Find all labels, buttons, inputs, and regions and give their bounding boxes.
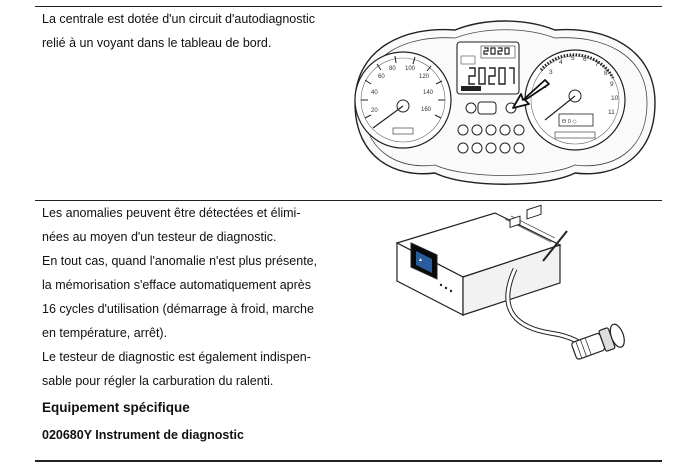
svg-text:40: 40: [371, 90, 378, 96]
section2-line: Les anomalies peuvent être détectées et …: [42, 206, 301, 220]
section2-line: nées au moyen d'un testeur de diagnostic…: [42, 230, 277, 244]
svg-text:9: 9: [610, 81, 614, 88]
svg-text:5: 5: [571, 55, 575, 62]
svg-text:100: 100: [405, 66, 416, 72]
section1-line: relié à un voyant dans le tableau de bor…: [42, 36, 272, 50]
section2-line: la mémorisation s'efface automatiquement…: [42, 278, 311, 292]
svg-text:10: 10: [611, 95, 619, 102]
section2-text: Les anomalies peuvent être détectées et …: [42, 201, 342, 393]
section1-text: La centrale est dotée d'un circuit d'aut…: [42, 7, 342, 55]
svg-text:11: 11: [608, 109, 615, 116]
specific-equipment-item: 020680Y Instrument de diagnostic: [42, 428, 244, 442]
svg-text:3: 3: [549, 69, 553, 76]
diagnostic-tester-illustration: ▲: [395, 204, 625, 360]
warning-lamp-icon: [457, 101, 525, 154]
section2-line: En tout cas, quand l'anomalie n'est plus…: [42, 254, 318, 268]
arrow-icon: [512, 79, 550, 109]
svg-text:6: 6: [583, 56, 587, 63]
specific-equipment-heading: Equipement spécifique: [42, 400, 190, 415]
tester-figure: ▲: [345, 203, 663, 390]
bottom-rule: [35, 460, 662, 462]
svg-text:60: 60: [378, 74, 385, 80]
section2-line: sable pour régler la carburation du rale…: [42, 374, 274, 388]
middle-rule: [35, 200, 662, 201]
lcd-display-icon: [456, 41, 520, 95]
svg-text:140: 140: [423, 90, 434, 96]
svg-text:Θ 0 ◇: Θ 0 ◇: [562, 119, 577, 125]
svg-text:80: 80: [389, 66, 396, 72]
svg-text:7: 7: [595, 61, 599, 68]
svg-text:120: 120: [419, 74, 430, 80]
svg-text:20: 20: [371, 108, 378, 114]
section2-line: Le testeur de diagnostic est également i…: [42, 350, 311, 364]
section1-line: La centrale est dotée d'un circuit d'aut…: [42, 12, 316, 26]
svg-text:▲: ▲: [418, 257, 423, 263]
svg-text:160: 160: [421, 107, 432, 113]
top-rule: [35, 6, 662, 7]
svg-text:4: 4: [559, 59, 563, 66]
section2-line: 16 cycles d'utilisation (démarrage à fro…: [42, 302, 314, 316]
diagnostic-tester-icon: ▲: [395, 204, 568, 316]
section2-line: en température, arrêt).: [42, 326, 168, 340]
svg-text:8: 8: [604, 70, 608, 77]
cable-connector-icon: [505, 267, 625, 360]
